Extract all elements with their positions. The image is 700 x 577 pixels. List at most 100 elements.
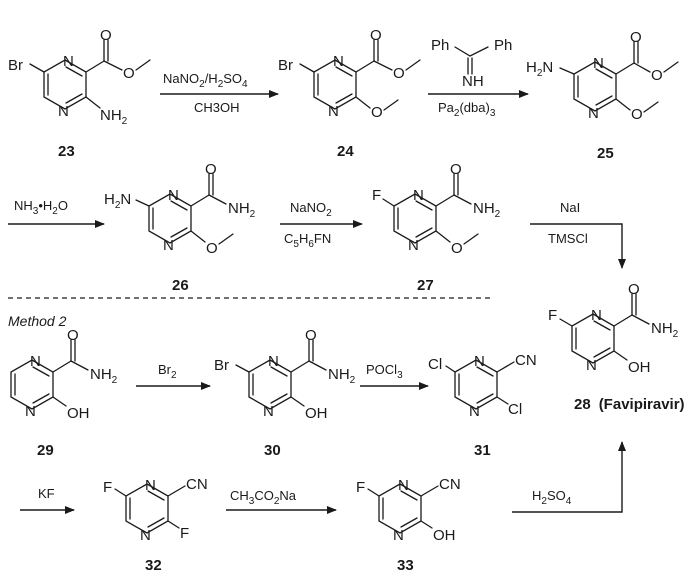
fluoro-substituent: F — [372, 187, 381, 204]
compound-30: N N Br O NH2 OH 30 — [214, 327, 356, 459]
ring-n-atom: N — [25, 403, 36, 420]
reaction-arrow-1: NaNO2/H2SO4 CH3OH — [160, 71, 279, 115]
compound-id-29: 29 — [37, 442, 54, 459]
chloro-substituent: Cl — [428, 356, 442, 373]
nitrile-group: CN — [515, 352, 537, 369]
compound-23: N N Br O O NH2 23 — [8, 27, 151, 160]
ring-n-atom: N — [591, 307, 602, 324]
compound-id-27: 27 — [417, 277, 434, 294]
phenyl-label: Ph — [494, 37, 512, 54]
reagent-ammonia-hydrate: NH3•H2O — [14, 198, 68, 217]
compound-id-26: 26 — [172, 277, 189, 294]
ring-n-atom: N — [168, 187, 179, 204]
ring-n-atom: N — [63, 53, 74, 70]
ester-o-atom: O — [651, 67, 663, 84]
ring-n-atom: N — [145, 477, 156, 494]
ring-n-atom: N — [328, 103, 339, 120]
compound-25: N N H2N O O O 25 — [526, 29, 679, 162]
ester-o-atom: O — [123, 65, 135, 82]
compound-24: N N Br O O O 24 — [278, 27, 421, 160]
compound-33: N N F CN OH 33 — [356, 476, 461, 574]
hydroxy-group: OH — [67, 405, 90, 422]
ester-o-atom: O — [393, 65, 405, 82]
carbonyl-o-atom: O — [305, 327, 317, 344]
reagent-bromine: Br2 — [158, 362, 177, 381]
reaction-arrow-6: Br2 — [136, 362, 211, 390]
amino-group: H2N — [526, 59, 553, 79]
nitrile-group: CN — [439, 476, 461, 493]
ring-n-atom: N — [163, 237, 174, 254]
amino-group: H2N — [104, 191, 131, 211]
fluoro-substituent: F — [356, 479, 365, 496]
compound-32: N N F CN F 32 — [103, 476, 208, 574]
ring-n-atom: N — [586, 357, 597, 374]
ring-n-atom: N — [469, 403, 480, 420]
phenyl-label: Ph — [431, 37, 449, 54]
reagent-kf: KF — [38, 486, 55, 501]
ring-n-atom: N — [398, 477, 409, 494]
carbonyl-o-atom: O — [205, 161, 217, 178]
amide-group: NH2 — [228, 200, 256, 220]
nitrile-group: CN — [186, 476, 208, 493]
compound-28-favipiravir: N N F O NH2 OH 28(Favipiravir) — [548, 281, 685, 413]
compound-id-23: 23 — [58, 143, 75, 160]
ring-n-atom: N — [474, 353, 485, 370]
ring-n-atom: N — [588, 105, 599, 122]
fluoro-substituent: F — [103, 479, 112, 496]
methoxy-o-atom: O — [451, 240, 463, 257]
imine-nh-label: NH — [462, 73, 484, 90]
amide-group: NH2 — [473, 200, 501, 220]
reaction-arrow-9: CH3CO2Na — [226, 488, 337, 514]
amino-group: NH2 — [100, 107, 128, 127]
ring-n-atom: N — [593, 55, 604, 72]
ring-n-atom: N — [268, 353, 279, 370]
ring-n-atom: N — [58, 103, 69, 120]
fluoro-substituent: F — [180, 525, 189, 542]
reagent-sodium-iodide: NaI — [560, 200, 580, 215]
reagent-sulfuric-acid: H2SO4 — [532, 488, 572, 507]
methoxy-o-atom: O — [206, 240, 218, 257]
fluoro-substituent: F — [548, 307, 557, 324]
reaction-arrow-3: NH3•H2O — [8, 198, 105, 228]
methoxy-o-atom: O — [631, 106, 643, 123]
ring-n-atom: N — [393, 527, 404, 544]
reagent-sodium-nitrite: NaNO2 — [290, 200, 332, 219]
amide-group: NH2 — [90, 366, 118, 386]
reagent-nano2-h2so4: NaNO2/H2SO4 — [163, 71, 248, 90]
bromo-substituent: Br — [278, 57, 293, 74]
bromo-substituent: Br — [214, 357, 229, 374]
carbonyl-o-atom: O — [630, 29, 642, 46]
reagent-pd2dba3: Pa2(dba)3 — [438, 100, 496, 119]
ring-n-atom: N — [333, 53, 344, 70]
reagent-pyridine-hf: C5H6FN — [284, 231, 331, 250]
reagent-sodium-acetate: CH3CO2Na — [230, 488, 297, 507]
compound-id-28: 28(Favipiravir) — [574, 396, 685, 413]
reaction-arrow-5: NaI TMSCl — [530, 200, 626, 269]
hydroxy-group: OH — [305, 405, 328, 422]
compound-26: N N H2N O NH2 O 26 — [104, 161, 256, 294]
carbonyl-o-atom: O — [450, 161, 462, 178]
reagent-tmscl: TMSCl — [548, 231, 588, 246]
ring-n-atom: N — [30, 353, 41, 370]
compound-id-33: 33 — [397, 557, 414, 574]
hydroxy-group: OH — [433, 527, 456, 544]
compound-29: N N O NH2 OH 29 — [10, 327, 118, 459]
reaction-arrow-8: KF — [20, 486, 75, 514]
reaction-arrow-4: NaNO2 C5H6FN — [280, 200, 363, 250]
chloro-substituent: Cl — [508, 401, 522, 418]
ring-n-atom: N — [263, 403, 274, 420]
methoxy-o-atom: O — [371, 104, 383, 121]
compound-31: N N Cl CN Cl 31 — [428, 352, 537, 459]
compound-id-25: 25 — [597, 145, 614, 162]
ring-n-atom: N — [413, 187, 424, 204]
compound-id-24: 24 — [337, 143, 354, 160]
reaction-arrow-10: H2SO4 — [512, 441, 626, 513]
carbonyl-o-atom: O — [628, 281, 640, 298]
compound-id-32: 32 — [145, 557, 162, 574]
hydroxy-group: OH — [628, 359, 651, 376]
carbonyl-o-atom: O — [100, 27, 112, 44]
compound-id-31: 31 — [474, 442, 491, 459]
reagent-pocl3: POCl3 — [366, 362, 403, 381]
